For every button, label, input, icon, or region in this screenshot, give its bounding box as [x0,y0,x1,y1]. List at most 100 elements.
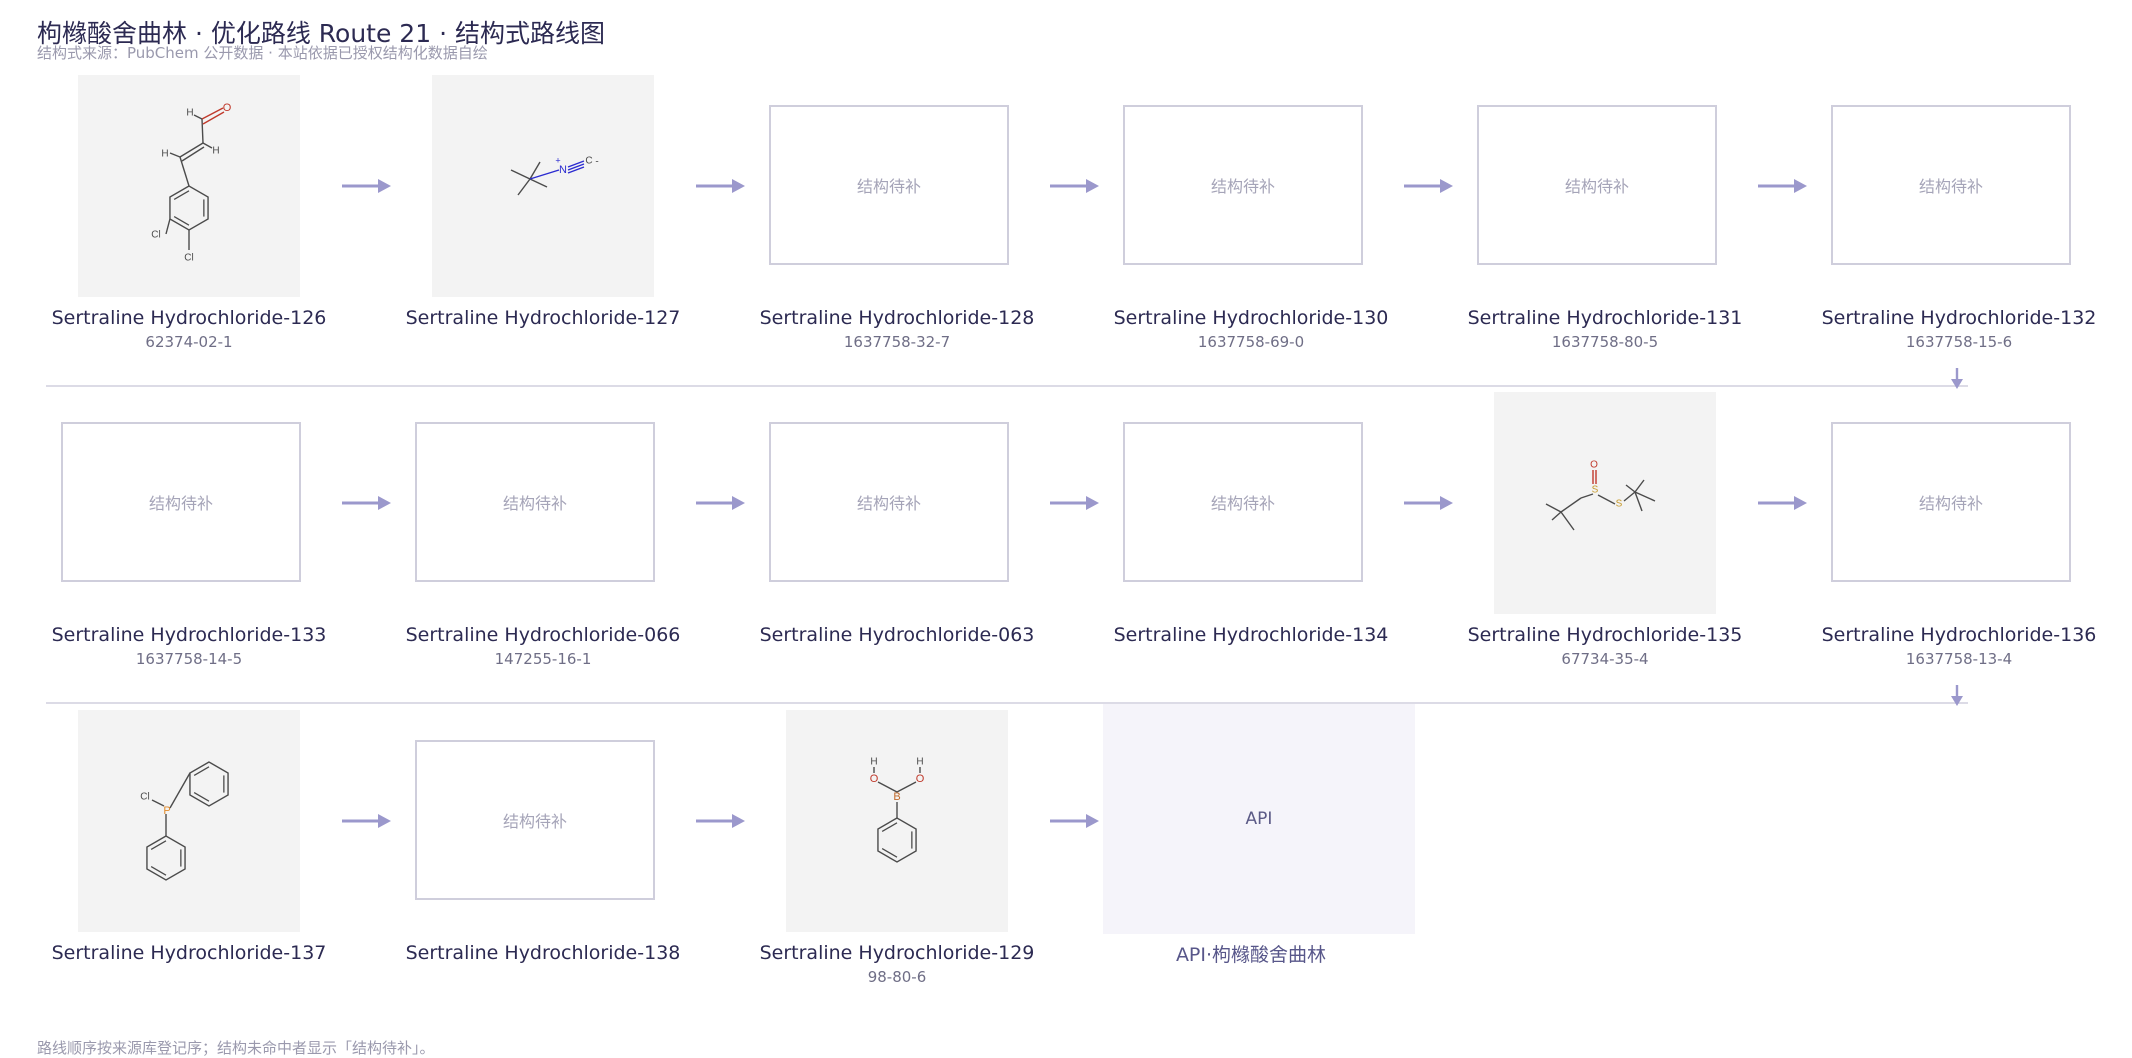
route-arrow [1404,179,1453,193]
route-arrow [1758,496,1807,510]
route-arrow [1758,179,1807,193]
route-arrow [1404,496,1453,510]
atom-label: H [212,146,219,157]
compound-name: Sertraline Hydrochloride-129 [759,942,1035,964]
page-subtitle: 结构式来源：PubChem 公开数据 · 本站依据已授权结构化数据自绘 [37,44,488,62]
bond [201,107,224,120]
cas-number: 67734-35-4 [1561,650,1649,668]
cas-number: 98-80-6 [867,968,927,986]
compound-name: Sertraline Hydrochloride-127 [405,307,681,329]
route-compound-node: 结构待补 Sertraline Hydrochloride-063 [720,392,1060,652]
bond [151,799,165,807]
compound-name: Sertraline Hydrochloride-131 [1467,307,1743,329]
structure-placeholder: 结构待补 [415,422,655,582]
benzene-ring [146,835,186,881]
row-separator [46,385,1968,387]
atom-label: H [186,108,193,119]
bond [1634,491,1643,512]
route-arrow [342,814,391,828]
bond [1623,491,1636,502]
compound-name: Sertraline Hydrochloride-126 [51,307,327,329]
bond [567,160,585,168]
structure-placeholder: 结构待补 [1831,105,2071,265]
bond [181,146,205,162]
atom-label: H [161,149,168,160]
atom-label: O [916,773,925,785]
route-arrow [1050,179,1099,193]
di-tert-butyl-thiosulfinate-structure: S O S [1545,460,1656,531]
atom-label: O [1590,460,1598,471]
atom-label: N [559,164,567,176]
route-compound-node: S O S Sertraline Hydrochloride-135 67734-35-… [1428,392,1768,668]
atom-label: Cl [184,253,193,264]
atom-label: O [870,773,879,785]
bond [529,178,548,188]
compound-name: Sertraline Hydrochloride-132 [1821,307,2097,329]
bond [1560,497,1582,513]
compound-name: Sertraline Hydrochloride-130 [1113,307,1389,329]
atom-label: Cl [140,792,149,803]
atom-label: O [223,102,232,114]
row-separator [46,702,1968,704]
compound-name: Sertraline Hydrochloride-138 [405,942,681,964]
compound-name: API·枸橼酸舍曲林 [1175,944,1327,966]
cas-number: 147255-16-1 [494,650,592,668]
compound-name: Sertraline Hydrochloride-135 [1467,624,1743,646]
bond [1634,491,1656,502]
bond [1551,511,1562,521]
cas-number: 1637758-80-5 [1551,333,1659,351]
route-arrow [696,814,745,828]
bond [169,772,191,809]
route-arrow [1050,496,1099,510]
bond [179,156,190,187]
bond [896,781,917,793]
structure-placeholder: 结构待补 [769,422,1009,582]
bond [529,161,541,180]
compound-name: Sertraline Hydrochloride-133 [51,624,327,646]
bond [877,781,898,793]
atom-label: - [595,157,598,168]
compound-name: Sertraline Hydrochloride-066 [405,624,681,646]
bond [567,163,585,171]
atom-label: S [1592,485,1599,496]
atom-label: H [870,757,877,768]
structure-image: S O S [1494,392,1716,614]
bond [510,169,531,180]
cas-number: 1637758-32-7 [843,333,951,351]
bond [1625,484,1636,493]
benzene-ring [169,185,209,231]
route-arrow [342,179,391,193]
cas-number: 1637758-15-6 [1905,333,2013,351]
bond [165,218,171,235]
compound-name: Sertraline Hydrochloride-136 [1821,624,2097,646]
bond [202,142,213,149]
compound-name: Sertraline Hydrochloride-063 [759,624,1035,646]
chlorodiphenylphosphine-structure: PCl [140,761,229,881]
compound-name: Sertraline Hydrochloride-137 [51,942,327,964]
structure-placeholder: 结构待补 [769,105,1009,265]
benzene-ring [877,817,917,863]
compound-name: Sertraline Hydrochloride-134 [1113,624,1389,646]
atom-label: B [893,791,900,803]
cas-number: 1637758-13-4 [1905,650,2013,668]
bond [202,111,225,125]
route-compound-node: 结构待补 Sertraline Hydrochloride-132 1637758-… [1782,75,2122,351]
bond [193,114,203,120]
atom-label: S [1616,499,1623,510]
